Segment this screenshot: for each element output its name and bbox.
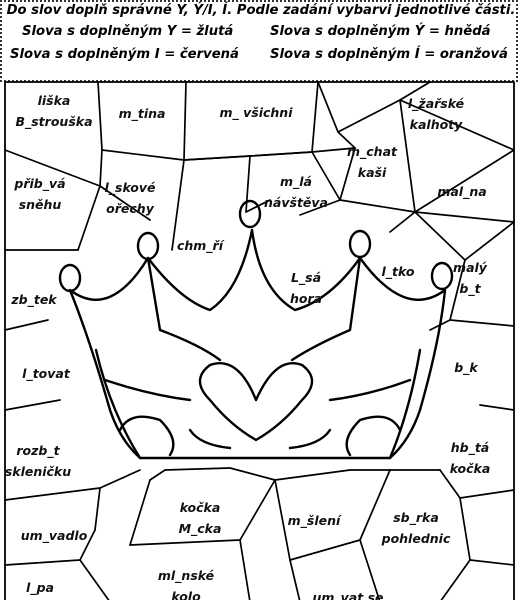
region-umyt-se[interactable]: um_vat se [312,590,383,600]
region-my-vsichni-line: m_ všichni [220,105,294,121]
region-mysleni[interactable]: m_šlení [288,513,342,529]
puzzle-frame [4,81,515,600]
region-byk-line: b_k [454,360,478,376]
region-kocka-micka-line: M_cka [179,521,222,537]
region-liskove-orechy[interactable]: l_skové ořechy [104,180,156,216]
legend-yy-brown: Slova s doplněným Ý = hnědá [270,24,491,39]
legend-i-red: Slova s doplněným I = červená [10,47,239,62]
legend-ii-orange: Slova s doplněným Í = oranžová [270,47,508,62]
region-liskove-orechy-line: l_skové [104,180,156,196]
region-mysleni-line: m_šlení [288,513,342,529]
region-lysa-hora-line: hora [290,291,322,306]
region-mlynske-kolo-line: kolo [171,589,201,600]
region-lyzarske-kalhoty-line: kalhoty [410,117,463,132]
region-rozbit-sklenicku-line: skleničku [5,464,71,479]
region-kocka-micka-line: kočka [180,500,221,515]
region-lipa-line: l_pa [26,580,54,596]
region-hbita-kocka-line: kočka [450,461,491,476]
region-mytina-line: m_tina [119,106,166,122]
region-sbirka-pohlednic-line: pohlednic [381,531,451,546]
region-mila-navsteva-line: návštěva [264,195,328,210]
region-umyt-se-line: um_vat se [312,590,383,600]
region-litko-line: l_tko [382,264,415,280]
region-umyvadlo[interactable]: um_vadlo [21,528,88,544]
region-mychat-kasi[interactable]: m_chat kaši [347,144,398,180]
region-litovat[interactable]: l_tovat [22,366,71,382]
region-lyzarske-kalhoty-line: l_žařské [408,96,465,112]
region-pribyva-snehu-line: sněhu [19,197,62,212]
crown-outline [58,199,454,460]
region-byk[interactable]: b_k [454,360,478,376]
region-litovat-line: l_tovat [22,366,71,382]
region-mila-navsteva-line: m_lá [280,174,312,190]
region-umyvadlo-line: um_vadlo [21,528,88,544]
region-mytina[interactable]: m_tina [119,106,166,122]
region-hbita-kocka[interactable]: hb_tá kočka [450,440,491,476]
region-zbytek-line: zb_tek [10,292,57,308]
region-mychat-kasi-line: kaši [358,165,387,180]
region-liska-bystrouska-line: B_strouška [15,114,92,130]
region-liska-bystrouska-line: liška [38,93,71,108]
region-sbirka-pohlednic[interactable]: sb_rka pohlednic [381,510,451,546]
instructions-title: Do slov doplň správné Y, Ý/I, Í. Podle z… [6,3,516,18]
region-litko[interactable]: l_tko [382,264,415,280]
region-maly-byt-line: b_t [459,281,481,297]
region-hbita-kocka-line: hb_tá [451,440,490,456]
region-maly-byt-line: malý [453,260,488,275]
region-lysa-hora-line: L_sá [291,270,321,286]
legend-y-yellow: Slova s doplněným Y = žlutá [22,24,234,39]
region-pribyva-snehu[interactable]: přib_vá sněhu [13,176,65,212]
instructions-box: Do slov doplň správné Y, Ý/I, Í. Podle z… [0,0,518,82]
region-my-vsichni[interactable]: m_ všichni [220,105,294,121]
region-mychat-kasi-line: m_chat [347,144,398,160]
region-mila-navsteva[interactable]: m_lá návštěva [264,174,328,210]
region-chmyri-line: chm_ří [177,238,225,254]
region-liskove-orechy-line: ořechy [106,201,155,216]
region-rozbit-sklenicku-line: rozb_t [16,443,60,459]
region-lipa[interactable]: l_pa [26,580,54,596]
region-maly-byt[interactable]: malý b_t [453,260,488,297]
region-chmyri[interactable]: chm_ří [177,238,225,254]
region-rozbit-sklenicku[interactable]: rozb_t skleničku [5,443,71,479]
region-zbytek[interactable]: zb_tek [10,292,57,308]
region-malina-line: mal_na [437,184,486,200]
region-malina[interactable]: mal_na [437,184,486,200]
mosaic-lines [4,81,515,600]
region-pribyva-snehu-line: přib_vá [13,176,65,192]
region-sbirka-pohlednic-line: sb_rka [393,510,439,526]
region-mlynske-kolo-line: ml_nské [158,568,215,584]
